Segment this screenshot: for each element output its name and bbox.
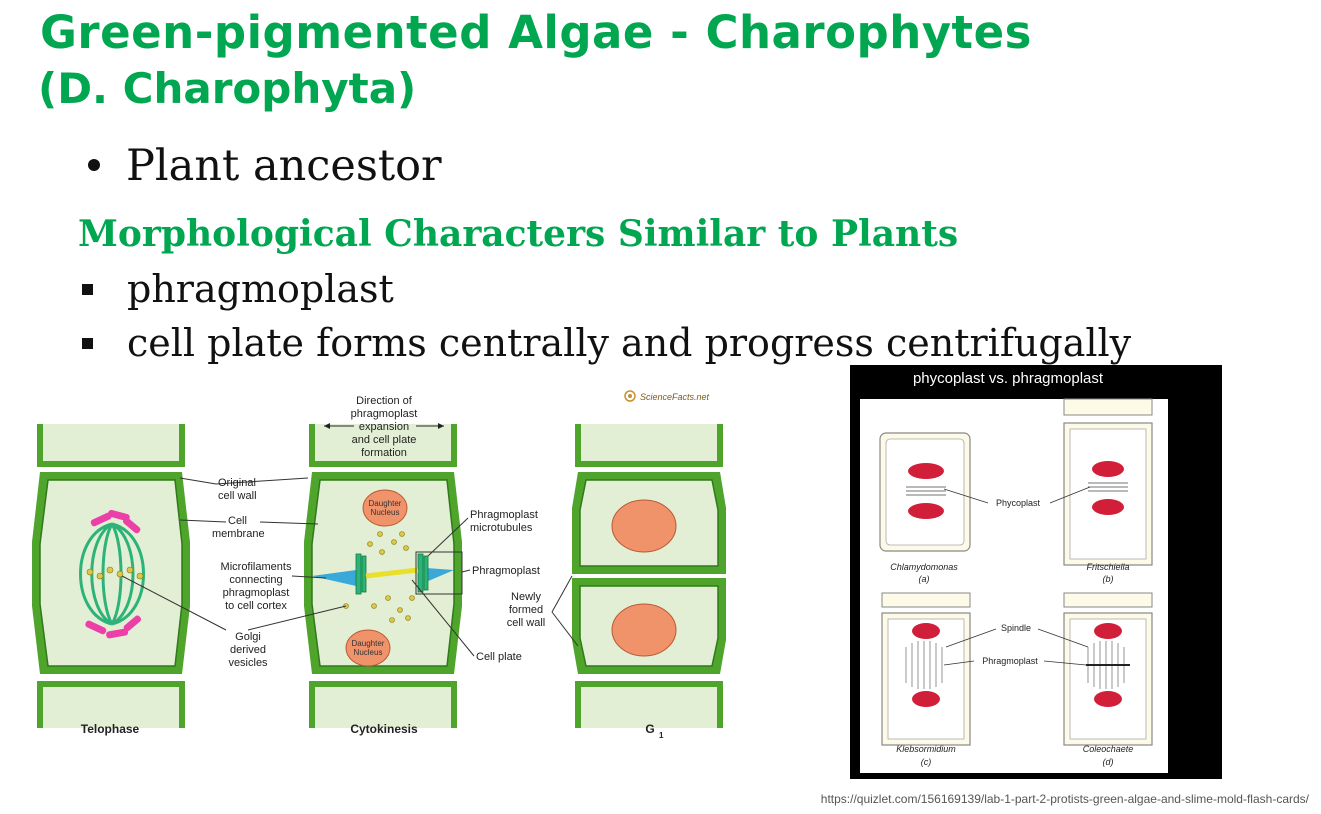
label-microfilaments: Microfilaments	[221, 561, 292, 573]
label-phragmoplast-microtubules: Phragmoplast	[470, 509, 538, 521]
caption-letter: (b)	[1103, 574, 1114, 584]
label-newly-formed: Newly	[511, 591, 541, 603]
list-item-text: cell plate forms centrally and progress …	[127, 321, 1132, 365]
phycoplast-vs-phragmoplast-figure: phycoplast vs. phragmoplast	[850, 365, 1222, 779]
square-bullet-icon	[82, 337, 93, 349]
label-cell-plate: Cell plate	[476, 651, 522, 663]
svg-text:derived: derived	[230, 644, 266, 656]
golgi-vesicles	[86, 566, 144, 580]
diagram-labels: Original cell wall Cell membrane Microfi…	[212, 477, 545, 669]
panel-coleochaete	[1063, 592, 1153, 746]
svg-text:membrane: membrane	[212, 528, 265, 540]
figure-title: phycoplast vs. phragmoplast	[913, 370, 1104, 387]
panel-chlamydomonas	[879, 432, 971, 552]
character-list: phragmoplast cell plate forms centrally …	[82, 262, 1131, 370]
list-item: phragmoplast	[82, 262, 1131, 316]
daughter-nucleus-label: Nucleus	[371, 508, 400, 517]
phragmoplast-band	[355, 553, 429, 595]
caption-name: Chlamydomonas	[890, 562, 958, 572]
svg-text:vesicles: vesicles	[228, 657, 268, 669]
label-original-wall: Original	[218, 477, 256, 489]
panel-captions: Chlamydomonas (a) Fritschiella (b) Klebs…	[890, 562, 1133, 767]
cell-plate	[365, 567, 419, 579]
panel-klebsormidium	[881, 592, 971, 746]
chromosomes	[85, 509, 142, 639]
cytokinesis-diagram: ScienceFacts.net	[32, 390, 726, 740]
label-phragmoplast: Phragmoplast	[472, 565, 540, 577]
bullet-plant-ancestor: Plant ancestor	[88, 138, 442, 194]
telophase-cell	[32, 424, 190, 728]
stage-g1-subscript: 1	[659, 731, 664, 740]
daughter-nucleus-label: Daughter	[369, 499, 402, 508]
svg-text:microtubules: microtubules	[470, 522, 533, 534]
g1-cells	[572, 424, 726, 728]
label-phragmoplast-right: Phragmoplast	[982, 656, 1038, 666]
bullet-text: Plant ancestor	[126, 141, 442, 191]
section-heading: Morphological Characters Similar to Plan…	[78, 213, 959, 255]
plast-labels: Phycoplast Spindle Phragmoplast	[982, 498, 1040, 666]
cytokinesis-cell: Daughter Nucleus Daughter Nucleus	[304, 424, 463, 728]
daughter-nucleus-label: Nucleus	[354, 648, 383, 657]
daughter-nucleus-label: Daughter	[352, 639, 385, 648]
stage-telophase: Telophase	[81, 722, 140, 736]
caption-letter: (a)	[919, 574, 930, 584]
stage-labels: Telophase Cytokinesis G 1	[81, 722, 664, 740]
square-bullet-icon	[82, 283, 93, 295]
svg-text:phragmoplast: phragmoplast	[351, 408, 418, 420]
svg-text:phragmoplast: phragmoplast	[223, 587, 290, 599]
svg-text:and cell plate: and cell plate	[352, 434, 417, 446]
caption-letter: (c)	[921, 757, 932, 767]
microfilaments	[312, 570, 356, 586]
label-spindle: Spindle	[1001, 623, 1031, 633]
slide-subtitle: (D. Charophyta)	[38, 64, 417, 113]
list-item: cell plate forms centrally and progress …	[82, 316, 1131, 370]
svg-text:cell wall: cell wall	[218, 490, 257, 502]
label-cell-membrane: Cell	[228, 515, 247, 527]
slide-title: Green-pigmented Algae - Charophytes	[40, 6, 1032, 59]
caption-name: Coleochaete	[1083, 744, 1134, 754]
source-url: https://quizlet.com/156169139/lab-1-part…	[820, 792, 1309, 806]
panel-fritschiella	[1063, 398, 1153, 566]
svg-text:expansion: expansion	[359, 421, 409, 433]
svg-text:formed: formed	[509, 604, 543, 616]
direction-label: Direction of phragmoplast expansion and …	[324, 395, 444, 459]
svg-text:to cell cortex: to cell cortex	[225, 600, 287, 612]
label-phycoplast: Phycoplast	[996, 498, 1041, 508]
sciencefacts-logo: ScienceFacts.net	[624, 390, 710, 402]
label-golgi: Golgi	[235, 631, 261, 643]
svg-text:connecting: connecting	[229, 574, 282, 586]
bullet-dot-icon	[88, 159, 100, 171]
stage-g1: G	[645, 722, 654, 736]
svg-text:Direction of: Direction of	[356, 395, 413, 407]
svg-text:cell wall: cell wall	[507, 617, 546, 629]
caption-name: Klebsormidium	[896, 744, 956, 754]
stage-cytokinesis: Cytokinesis	[350, 722, 418, 736]
caption-name: Fritschiella	[1086, 562, 1129, 572]
caption-letter: (d)	[1103, 757, 1114, 767]
list-item-text: phragmoplast	[127, 267, 394, 311]
spindle-fibers	[79, 522, 145, 626]
golgi-vesicles	[343, 531, 415, 623]
svg-text:formation: formation	[361, 447, 407, 459]
logo-text: ScienceFacts.net	[640, 392, 710, 402]
